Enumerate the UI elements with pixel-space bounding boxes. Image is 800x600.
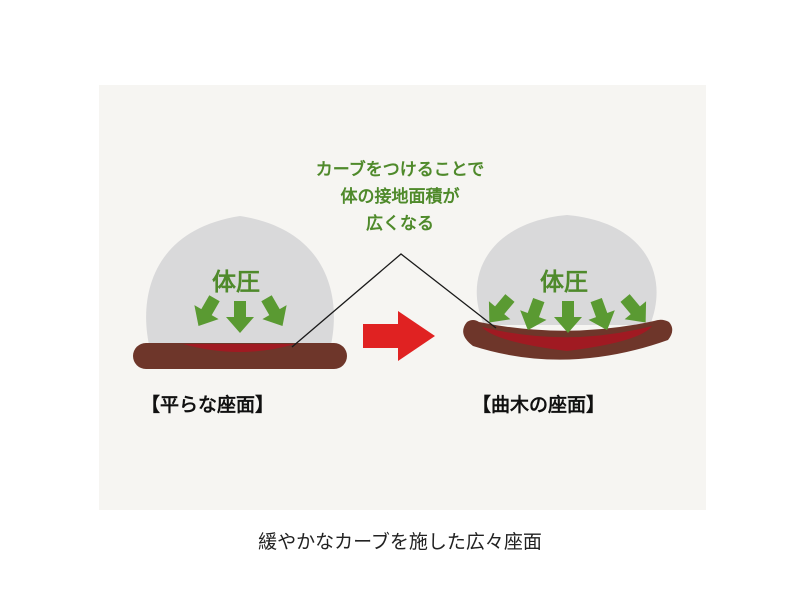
left-contact-area: [183, 344, 295, 352]
left-pressure-label: 体圧: [212, 268, 260, 296]
right-pressure-label: 体圧: [540, 268, 588, 296]
callout-pointer-lines: [291, 253, 497, 348]
right-body-shape: [476, 215, 657, 325]
caption: 緩やかなカーブを施した広々座面: [258, 531, 542, 553]
left-seat-label: 【平らな座面】: [141, 394, 275, 416]
right-contact-area: [482, 326, 652, 351]
callout-line-1: カーブをつけることで: [315, 160, 485, 180]
callout-text: カーブをつけることで 体の接地面積が 広くなる: [270, 157, 530, 238]
left-flat-seat: [133, 343, 347, 369]
right-arrow-icon: [363, 311, 435, 361]
left-body-shape: [146, 216, 334, 349]
callout-line-3: 広くなる: [366, 214, 434, 234]
right-seat-label: 【曲木の座面】: [472, 394, 606, 416]
callout-line-2: 体の接地面積が: [340, 187, 460, 207]
